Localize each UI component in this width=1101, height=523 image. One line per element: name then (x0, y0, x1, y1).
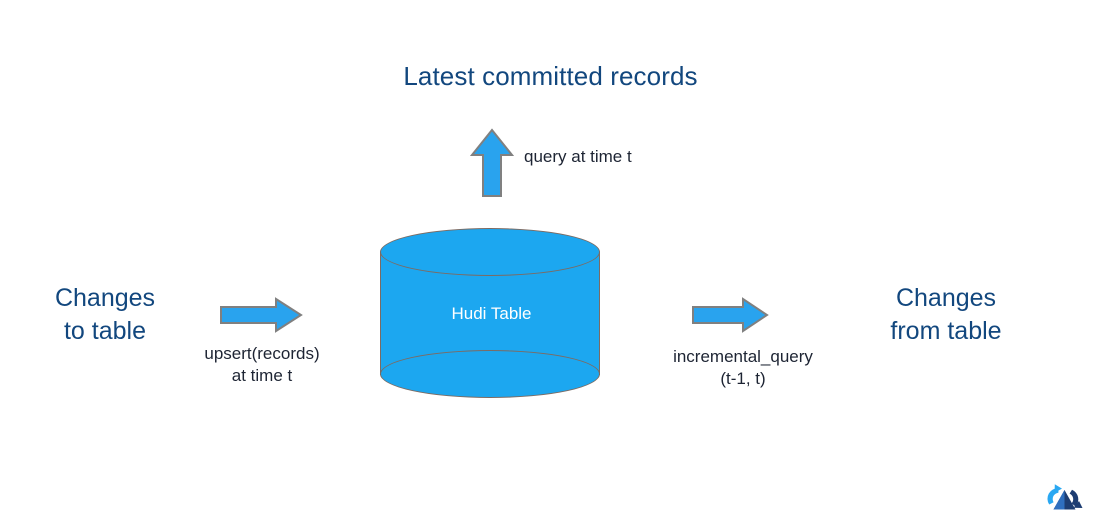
right-arrow-icon (220, 297, 303, 333)
hudi-table-label: Hudi Table (451, 304, 532, 323)
cylinder-top-ellipse (380, 228, 600, 276)
changes-to-table-label: Changes to table (54, 284, 156, 345)
upsert-records-caption: upsert(records) at time t (204, 344, 320, 386)
query-at-time-caption: query at time t (524, 147, 632, 166)
right-arrow-incremental-query (691, 297, 769, 333)
cylinder-bottom-ellipse (380, 350, 600, 398)
hudi-table-cylinder (380, 228, 602, 399)
page-title: Latest committed records (403, 61, 698, 91)
right-arrow-upsert (219, 297, 303, 333)
apache-hudi-logo (1042, 482, 1086, 514)
right-arrow-icon (692, 297, 769, 333)
changes-from-table-label: Changes from table (890, 284, 1002, 345)
up-arrow-icon (470, 128, 514, 197)
incremental-query-caption: incremental_query (t-1, t) (673, 347, 813, 389)
up-arrow-query (470, 128, 514, 198)
hudi-logo-icon (1047, 484, 1083, 510)
